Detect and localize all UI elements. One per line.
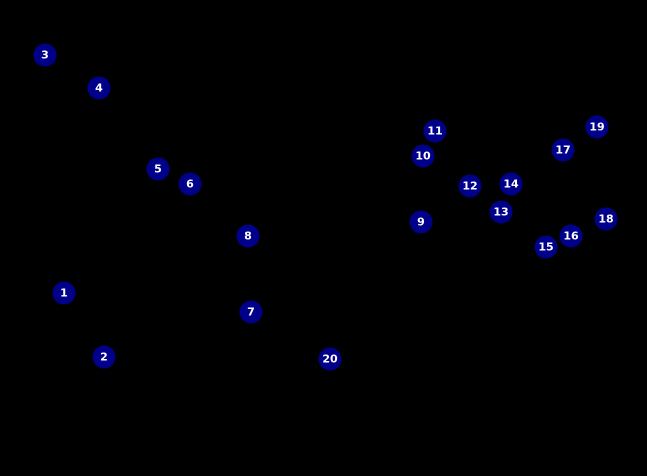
marker-17[interactable]: 17 bbox=[551, 138, 575, 162]
marker-2[interactable]: 2 bbox=[92, 345, 116, 369]
marker-8[interactable]: 8 bbox=[236, 224, 260, 248]
marker-5[interactable]: 5 bbox=[146, 157, 170, 181]
marker-20[interactable]: 20 bbox=[318, 347, 342, 371]
marker-18[interactable]: 18 bbox=[594, 207, 618, 231]
marker-9[interactable]: 9 bbox=[409, 210, 433, 234]
marker-16[interactable]: 16 bbox=[559, 224, 583, 248]
marker-1[interactable]: 1 bbox=[52, 281, 76, 305]
marker-3[interactable]: 3 bbox=[33, 43, 57, 67]
marker-15[interactable]: 15 bbox=[534, 235, 558, 259]
marker-6[interactable]: 6 bbox=[178, 172, 202, 196]
marker-10[interactable]: 10 bbox=[411, 144, 435, 168]
marker-7[interactable]: 7 bbox=[239, 300, 263, 324]
marker-13[interactable]: 13 bbox=[489, 200, 513, 224]
marker-4[interactable]: 4 bbox=[87, 76, 111, 100]
marker-11[interactable]: 11 bbox=[423, 119, 447, 143]
marker-12[interactable]: 12 bbox=[458, 174, 482, 198]
marker-14[interactable]: 14 bbox=[499, 172, 523, 196]
marker-19[interactable]: 19 bbox=[585, 115, 609, 139]
